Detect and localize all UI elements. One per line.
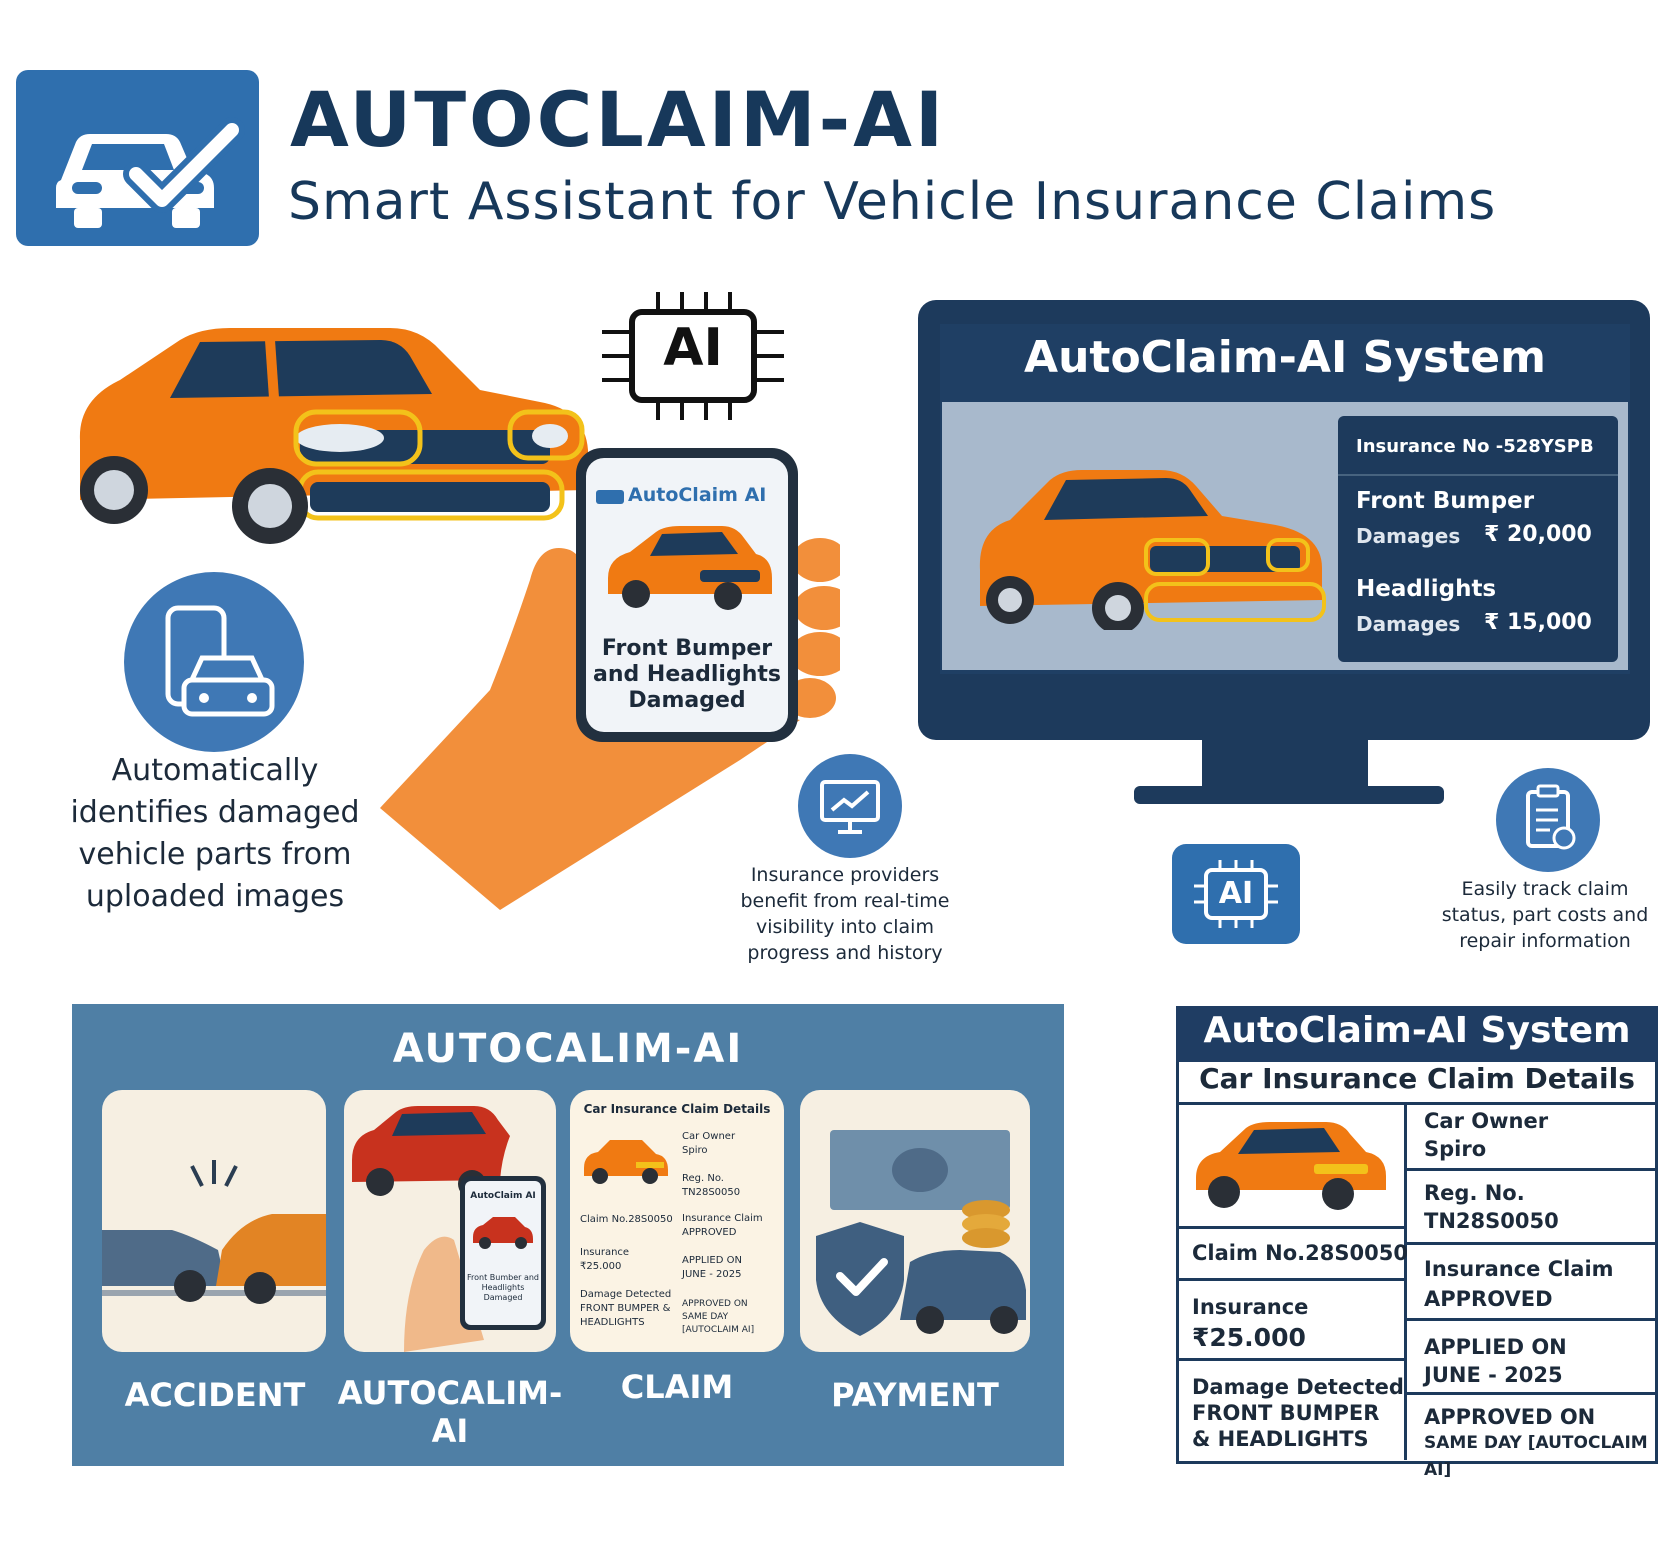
mini-doc-car (584, 1140, 668, 1184)
mini-damage-label: Damage Detected (580, 1289, 672, 1300)
claim-doc-car (1196, 1122, 1386, 1210)
doc-divider (1404, 1242, 1658, 1245)
phone-scan-icon (352, 1106, 510, 1352)
flow-title: AUTOCALIM-AI (392, 1026, 744, 1072)
photo-car-icon (124, 572, 304, 752)
app-card: AutoClaim AI Front Bumber and Headlights… (344, 1090, 556, 1352)
insurance-label: Insurance (1192, 1295, 1309, 1319)
panel-divider (1338, 474, 1618, 476)
mini-claim: APPROVED (682, 1227, 737, 1238)
insurance-value: ₹25.000 (1192, 1323, 1306, 1352)
damage-label-2: Damages (1356, 612, 1461, 636)
monitor-stand (1202, 740, 1368, 788)
monitor-title: AutoClaim-AI System (1024, 332, 1546, 383)
mini-applied: JUNE - 2025 (682, 1269, 742, 1280)
app-logo (16, 70, 259, 246)
mini-phone-brand: AutoClaim AI (470, 1191, 536, 1201)
mini-approved-label: APPROVED ON (682, 1299, 748, 1309)
insurance-number: Insurance No -528YSPB (1356, 436, 1594, 457)
phone-brand: AutoClaim AI (628, 484, 767, 506)
mini-owner-label: Car Owner (682, 1131, 736, 1142)
feature-detect-text: Automatically identifies damaged vehicle… (70, 753, 360, 914)
ai-chip-icon: AI (600, 290, 786, 422)
page-title: AUTOCLAIM-AI (290, 75, 947, 164)
doc-divider (1176, 1358, 1404, 1361)
monitor-base (1134, 786, 1444, 804)
mini-insurance-label: Insurance (580, 1247, 630, 1258)
reg-label: Reg. No. (1424, 1181, 1525, 1205)
claim-doc-header (1176, 1006, 1658, 1062)
feature-tracking-text: Easily track claim status, part costs an… (1441, 878, 1649, 952)
owner-label: Car Owner (1424, 1109, 1549, 1133)
damage-amount-2: ₹ 15,000 (1484, 610, 1592, 635)
damage-part-1: Front Bumper (1356, 488, 1535, 514)
phone-message: Front Bumper and Headlights Damaged (593, 636, 781, 713)
applied-value: JUNE - 2025 (1424, 1363, 1563, 1387)
doc-divider (1404, 1318, 1658, 1321)
mini-claim-label: Insurance Claim (682, 1213, 763, 1224)
damage-label-1: Damages (1356, 524, 1461, 548)
mini-phone-message: Front Bumber and Headlights Damaged (467, 1273, 540, 1302)
mini-reg-label: Reg. No. (682, 1173, 724, 1184)
doc-divider (1404, 1392, 1658, 1395)
page-subtitle: Smart Assistant for Vehicle Insurance Cl… (288, 172, 1497, 232)
damaged-car-illustration (60, 310, 600, 550)
damage-value-1: FRONT BUMPER (1192, 1401, 1380, 1425)
clipboard-icon (1496, 768, 1600, 872)
payment-shield-icon (816, 1130, 1026, 1336)
mini-phone: AutoClaim AI Front Bumber and Headlights… (460, 1176, 546, 1330)
mini-damage: FRONT BUMPER & HEADLIGHTS (580, 1303, 671, 1328)
mini-claim-no: Claim No.28S0050 (580, 1214, 673, 1225)
payment-card (800, 1090, 1030, 1352)
monitor-car-image (979, 470, 1326, 630)
mini-doc-title: Car Insurance Claim Details (583, 1102, 771, 1116)
doc-divider (1404, 1168, 1658, 1171)
approved-value: SAME DAY [AUTOCLAIM AI] (1424, 1433, 1648, 1480)
phone-screen: AutoClaim AI Front Bumper and Headlights… (586, 458, 788, 732)
approved-label: APPROVED ON (1424, 1405, 1596, 1429)
step-autoclaim-label: AUTOCALIM-AI (337, 1374, 563, 1450)
mini-approved: SAME DAY [AUTOCLAIM AI] (682, 1312, 755, 1335)
ai-badge-icon: AI (1172, 844, 1300, 944)
doc-divider (1404, 1102, 1407, 1460)
damage-amount-1: ₹ 20,000 (1484, 522, 1592, 547)
car-icon (596, 490, 624, 504)
monitor-chart-icon (798, 754, 902, 858)
claim-document (1176, 1006, 1658, 1464)
chip-label: AI (663, 318, 723, 378)
doc-divider (1176, 1278, 1404, 1281)
reg-value: TN28S0050 (1424, 1209, 1559, 1233)
step-payment-label: PAYMENT (831, 1376, 999, 1414)
claim-status-label: Insurance Claim (1424, 1257, 1614, 1281)
applied-label: APPLIED ON (1424, 1335, 1567, 1359)
step-claim-label: CLAIM (620, 1368, 734, 1406)
damage-info-panel (1338, 416, 1618, 662)
doc-divider (1176, 1226, 1404, 1229)
ai-badge-label: AI (1218, 876, 1254, 911)
mini-reg: TN28S0050 (682, 1187, 741, 1198)
accident-card (102, 1090, 326, 1352)
car-check-icon (56, 117, 245, 228)
damage-part-2: Headlights (1356, 576, 1497, 602)
phone-frame: AutoClaim AI Front Bumper and Headlights… (576, 448, 798, 742)
car-collision-icon (102, 1160, 326, 1304)
damage-label: Damage Detected (1192, 1375, 1404, 1399)
mini-insurance: ₹25.000 (580, 1261, 622, 1272)
step-accident-label: ACCIDENT (124, 1376, 306, 1414)
doc-divider (1176, 1102, 1658, 1105)
claim-status-value: APPROVED (1424, 1287, 1553, 1311)
owner-value: Spiro (1424, 1137, 1487, 1161)
damage-value-2: & HEADLIGHTS (1192, 1427, 1369, 1451)
mini-applied-label: APPLIED ON (682, 1255, 742, 1266)
claim-number: Claim No.28S0050 (1192, 1241, 1408, 1265)
phone-car-image (608, 526, 772, 610)
claim-doc-title: AutoClaim-AI System (1203, 1010, 1631, 1051)
feature-visibility-text: Insurance providers benefit from real-ti… (740, 864, 950, 964)
claim-doc-subtitle: Car Insurance Claim Details (1199, 1062, 1635, 1095)
mini-owner: Spiro (682, 1145, 708, 1156)
